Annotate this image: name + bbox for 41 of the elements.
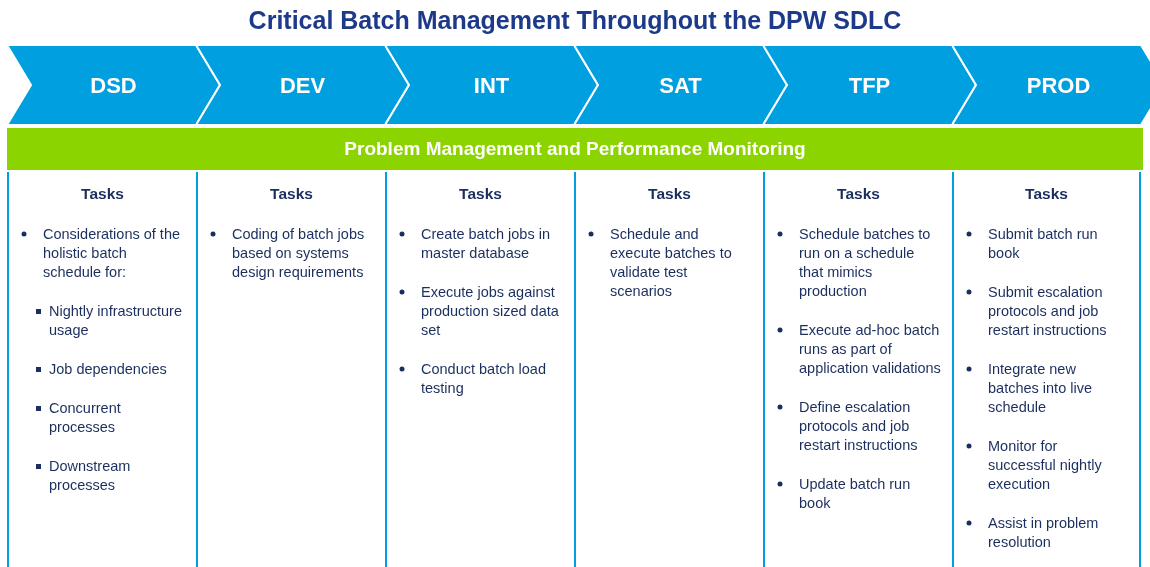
task-item: Considerations of the holistic batch schedule for: <box>43 226 181 280</box>
banner-bar <box>7 128 1143 170</box>
phase-header <box>574 45 787 125</box>
task-item: Integrate new batches into live schedule <box>988 361 1092 415</box>
task-item: Coding of batch jobs based on systems design requirements <box>232 226 365 280</box>
column-heading: Tasks <box>1024 184 1069 203</box>
task-item: Schedule batches to run on a schedule that mimics production <box>799 226 931 299</box>
phase-label: INT <box>472 73 511 99</box>
task-item: Create batch jobs in master database <box>421 226 550 261</box>
sub-task-item: Nightly infrastructure usage <box>49 303 182 338</box>
phase-label: DEV <box>278 73 327 99</box>
task-item: Execute jobs against production sized data set <box>421 284 559 338</box>
phase-label: TFP <box>847 73 892 99</box>
column-heading: Tasks <box>836 184 881 203</box>
task-item: Monitor for successful nightly execution <box>988 438 1102 492</box>
column-heading: Tasks <box>269 184 314 203</box>
task-item: Update batch run book <box>799 476 911 511</box>
task-item: Schedule and execute batches to validate test scenarios <box>610 226 732 299</box>
phase-header <box>196 45 409 125</box>
phase-header <box>763 45 976 125</box>
sub-task-item: Job dependencies <box>49 361 167 377</box>
column-heading: Tasks <box>80 184 125 203</box>
task-item: Submit escalation protocols and job restart instructions <box>988 284 1107 338</box>
task-item: Submit batch run book <box>988 226 1098 261</box>
column-heading: Tasks <box>458 184 503 203</box>
phase-label: PROD <box>1025 73 1092 99</box>
task-item: Conduct batch load testing <box>421 361 546 396</box>
diagram-title: Critical Batch Management Throughout the DPW SDLC <box>247 6 903 35</box>
column-heading: Tasks <box>647 184 692 203</box>
sub-task-item: Concurrent processes <box>49 400 121 435</box>
phase-header <box>952 45 1150 125</box>
task-item: Define escalation protocols and job restart instructions <box>799 399 918 453</box>
banner-text: Problem Management and Performance Monitoring <box>343 137 807 161</box>
task-item: Assist in problem resolution <box>988 515 1099 550</box>
sub-task-item: Downstream processes <box>49 458 131 493</box>
task-item: Execute ad-hoc batch runs as part of application validations <box>799 322 941 376</box>
phase-header <box>385 45 598 125</box>
phase-label: DSD <box>89 73 138 99</box>
phase-header <box>7 45 220 125</box>
phase-label: SAT <box>658 73 703 99</box>
task-column <box>952 172 1141 567</box>
